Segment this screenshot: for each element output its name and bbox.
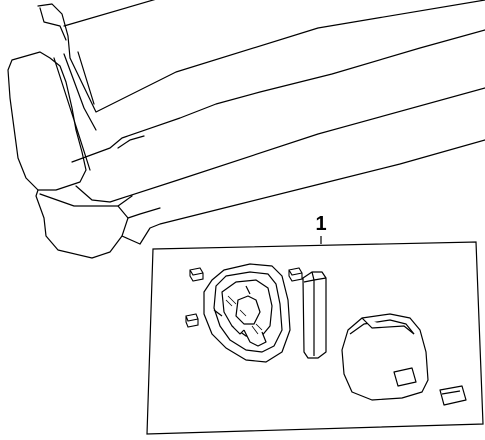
vehicle-rear-body [8, 0, 485, 258]
tail-lamp-housing [204, 264, 290, 362]
callout-label: 1 [315, 213, 327, 235]
gasket-strip [303, 272, 326, 358]
assembly-frame [147, 242, 483, 434]
clip-upper-right [289, 268, 302, 281]
clip-upper-left [190, 268, 203, 281]
marker-lamp [342, 314, 428, 400]
small-lens [440, 386, 466, 405]
tail-lamp-shading [226, 296, 262, 334]
clip-lower-left [186, 314, 198, 327]
